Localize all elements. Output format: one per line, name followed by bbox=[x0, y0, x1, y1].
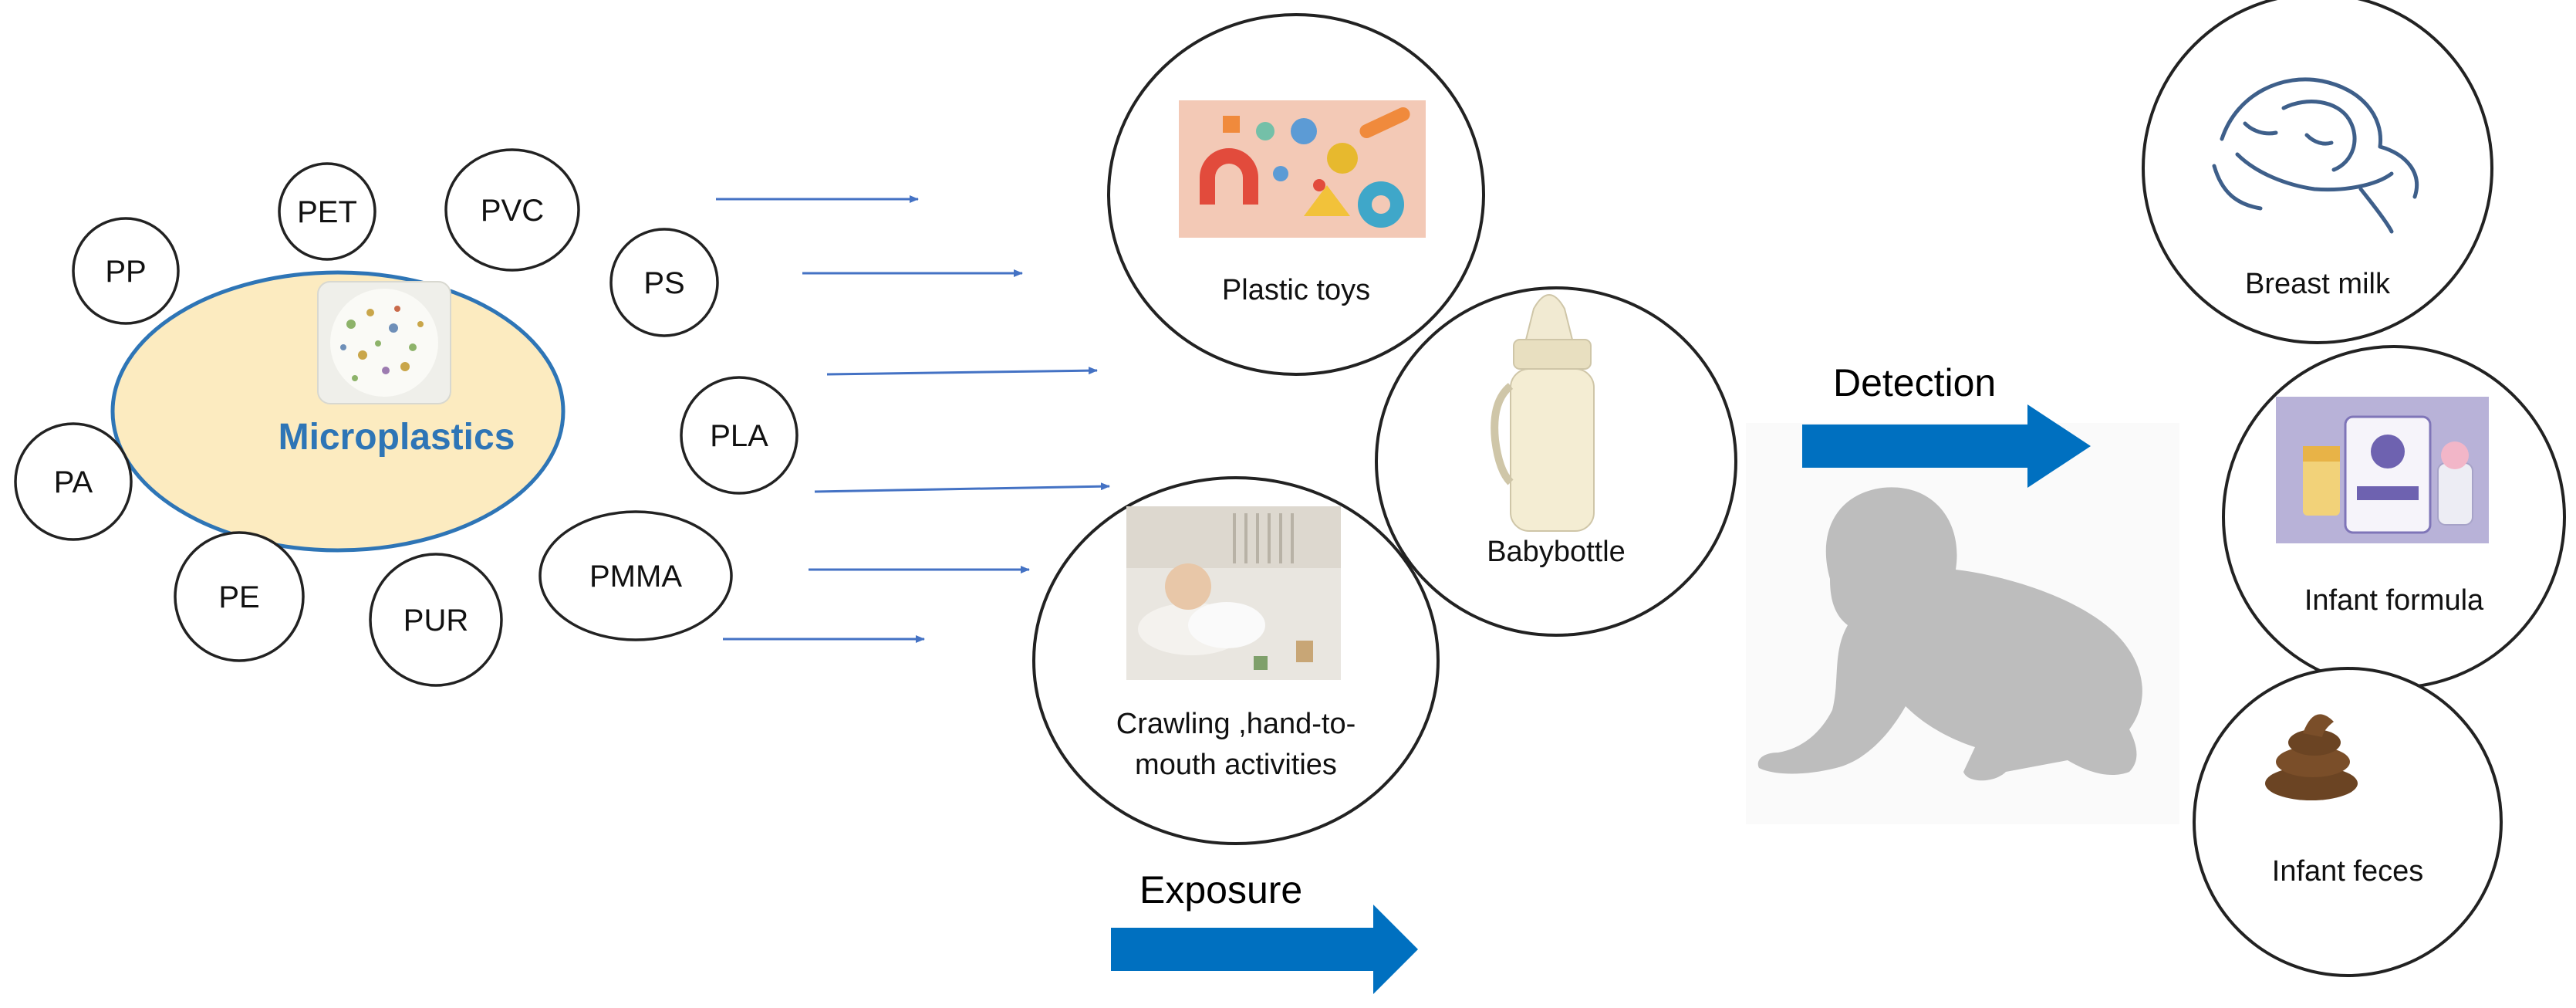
polymer-pvc: PVC bbox=[444, 148, 580, 272]
polymer-label: PET bbox=[297, 195, 357, 229]
polymer-label: PS bbox=[643, 266, 684, 300]
baby-bottle-photo bbox=[1491, 293, 1595, 532]
breast-milk-label: Breast milk bbox=[2245, 268, 2391, 300]
source-crawling: Crawling ,hand-to- mouth activities bbox=[1032, 476, 1440, 845]
polymer-pet: PET bbox=[278, 162, 376, 261]
polymer-pur: PUR bbox=[369, 553, 503, 687]
plastic-toys-label: Plastic toys bbox=[1222, 274, 1370, 306]
polymer-label: PLA bbox=[710, 419, 768, 453]
feces-icon bbox=[2265, 714, 2358, 800]
polymer-pa: PA bbox=[14, 422, 133, 541]
polymer-label: PUR bbox=[403, 604, 468, 638]
polymer-label: PVC bbox=[481, 194, 544, 228]
polymer-pp: PP bbox=[72, 217, 180, 325]
crawling-photo bbox=[1126, 506, 1341, 680]
polymer-pla: PLA bbox=[680, 376, 798, 495]
detection-label: Detection bbox=[1833, 361, 1996, 404]
source-arrows bbox=[716, 195, 1110, 643]
toys-photo bbox=[1179, 100, 1426, 238]
source-plastic-toys: Plastic toys bbox=[1107, 13, 1485, 376]
arrow bbox=[826, 367, 1098, 376]
sample-infant-formula: Infant formula bbox=[2222, 345, 2566, 689]
polymer-pmma: PMMA bbox=[538, 510, 733, 641]
exposure-label: Exposure bbox=[1139, 868, 1302, 912]
sample-breast-milk: Breast milk bbox=[2142, 0, 2493, 344]
polymer-label: PA bbox=[54, 465, 93, 499]
microplastics-label: Microplastics bbox=[279, 417, 515, 458]
detection-arrow: Detection bbox=[1802, 361, 2091, 488]
arrow bbox=[814, 482, 1110, 493]
breast-milk-illustration bbox=[2212, 77, 2419, 234]
baby-silhouette bbox=[1746, 423, 2179, 824]
polymer-ps: PS bbox=[609, 228, 719, 337]
baby-bottle-label: Babybottle bbox=[1487, 536, 1626, 568]
exposure-arrow: Exposure bbox=[1111, 868, 1418, 994]
source-baby-bottle: Babybottle bbox=[1375, 286, 1737, 637]
crawling-label-line1: Crawling ,hand-to- bbox=[1116, 708, 1356, 740]
polymer-label: PE bbox=[218, 580, 259, 614]
polymer-label: PMMA bbox=[589, 560, 682, 594]
polymer-label: PP bbox=[105, 255, 146, 289]
infant-formula-photo bbox=[2276, 397, 2489, 543]
microplastics-node: Microplastics bbox=[110, 270, 566, 553]
polymer-pe: PE bbox=[174, 531, 305, 662]
microplastics-photo bbox=[317, 281, 451, 404]
infant-formula-label: Infant formula bbox=[2304, 584, 2484, 617]
crawling-label-line2: mouth activities bbox=[1135, 749, 1337, 781]
infant-feces-label: Infant feces bbox=[2272, 855, 2423, 888]
sample-infant-feces: Infant feces bbox=[2193, 667, 2503, 977]
